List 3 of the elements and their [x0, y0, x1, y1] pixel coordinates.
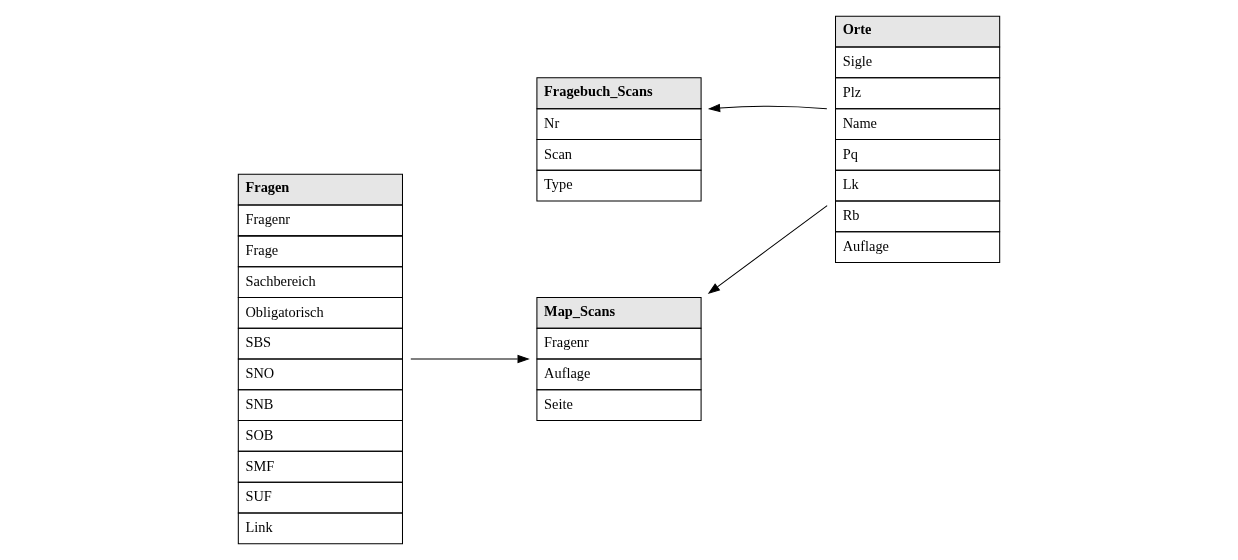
arrow: [707, 205, 828, 295]
arrow: [410, 354, 530, 364]
arrow: [707, 103, 828, 113]
